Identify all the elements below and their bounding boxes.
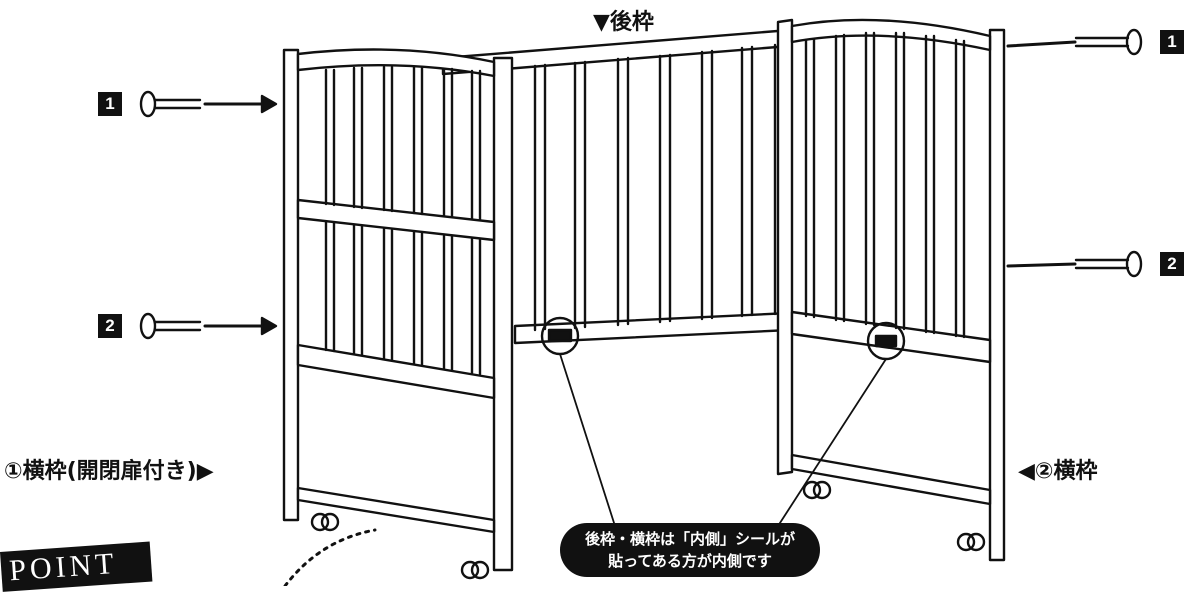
caster-left-front bbox=[460, 560, 490, 580]
back-frame-label: ▼後枠 bbox=[593, 10, 654, 35]
callout-line-2: 貼ってある方が内側です bbox=[608, 552, 772, 570]
left-lower-slats bbox=[324, 220, 482, 376]
inside-sticker-callout: 後枠・横枠は「内側」シールが 貼ってある方が内側です bbox=[560, 523, 820, 577]
badge-right-bottom: 2 bbox=[1160, 252, 1184, 276]
bolt-right-top bbox=[1006, 28, 1143, 56]
badge-left-top: 1 bbox=[98, 92, 122, 116]
caster-left-back bbox=[310, 512, 340, 532]
caster-right-back bbox=[802, 480, 832, 500]
inside-sticker-right bbox=[874, 334, 898, 348]
inside-sticker-back bbox=[547, 328, 573, 343]
back-frame-slats bbox=[533, 42, 786, 332]
side-frame-1-label: ①横枠(開閉扉付き)▶ bbox=[4, 459, 214, 484]
badge-right-top: 1 bbox=[1160, 30, 1184, 54]
badge-left-bottom: 2 bbox=[98, 314, 122, 338]
callout-line-back bbox=[559, 353, 616, 527]
point-dotted-line bbox=[283, 528, 377, 586]
right-side-slats bbox=[804, 31, 966, 339]
side-frame-2-label: ◀②横枠 bbox=[1018, 459, 1098, 484]
bolt-right-bottom bbox=[1006, 250, 1143, 278]
right-side-frame bbox=[776, 18, 1006, 562]
bolt-left-top bbox=[139, 90, 278, 118]
callout-line-right bbox=[777, 358, 887, 527]
left-door-slats bbox=[324, 65, 482, 222]
caster-right-front bbox=[956, 532, 986, 552]
callout-line-1: 後枠・横枠は「内側」シールが bbox=[584, 530, 795, 548]
bolt-left-bottom bbox=[139, 312, 278, 340]
back-frame bbox=[441, 28, 792, 356]
left-side-frame bbox=[282, 48, 514, 580]
